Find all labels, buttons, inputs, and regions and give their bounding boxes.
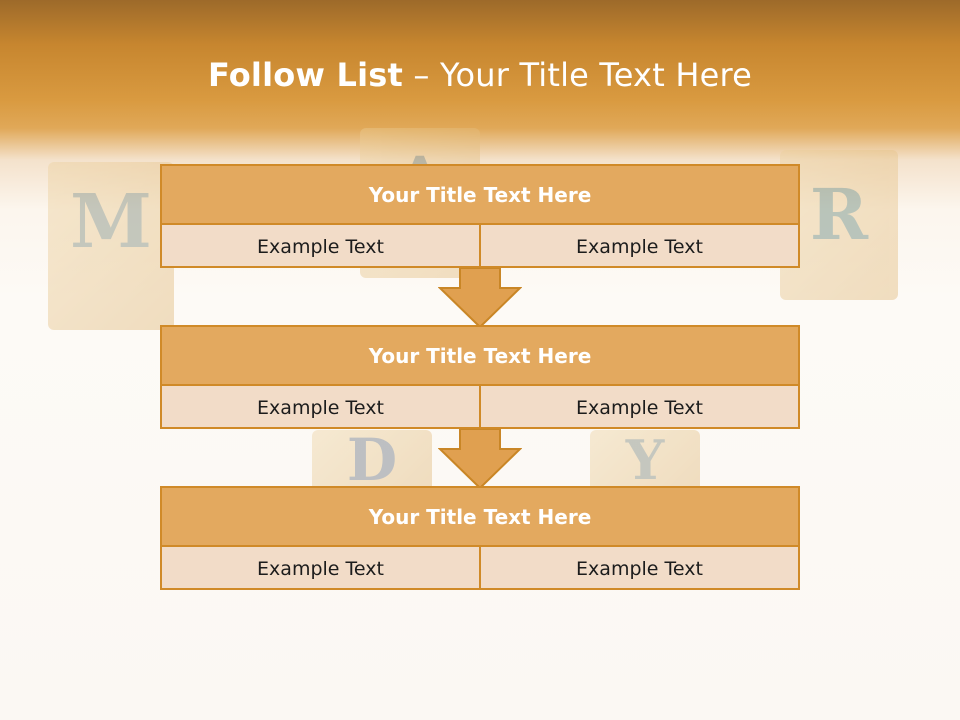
step-title: Your Title Text Here	[162, 166, 798, 225]
step-cell-left: Example Text	[162, 547, 481, 590]
step-row: Example Text Example Text	[162, 386, 798, 429]
slide-title: Follow List – Your Title Text Here	[0, 56, 960, 94]
step-cell-right: Example Text	[576, 557, 703, 580]
step-box-2: Your Title Text Here Example Text Exampl…	[160, 325, 800, 429]
background-block-d: D	[312, 430, 432, 496]
step-cell-left: Example Text	[162, 386, 481, 429]
background-block-r: R	[780, 150, 898, 300]
step-cell-right: Example Text	[576, 235, 703, 258]
step-title: Your Title Text Here	[162, 327, 798, 386]
slide-title-rest: – Your Title Text Here	[403, 56, 753, 94]
step-box-3: Your Title Text Here Example Text Exampl…	[160, 486, 800, 590]
step-cell-right: Example Text	[576, 396, 703, 419]
down-arrow-icon	[438, 429, 522, 489]
background-block-y: Y	[590, 430, 700, 496]
step-title: Your Title Text Here	[162, 488, 798, 547]
slide-title-bold: Follow List	[207, 56, 404, 94]
step-row: Example Text Example Text	[162, 547, 798, 590]
down-arrow-icon	[438, 268, 522, 328]
step-cell-left: Example Text	[162, 225, 481, 268]
step-row: Example Text Example Text	[162, 225, 798, 268]
background-block-m: M	[48, 162, 174, 330]
step-box-1: Your Title Text Here Example Text Exampl…	[160, 164, 800, 268]
